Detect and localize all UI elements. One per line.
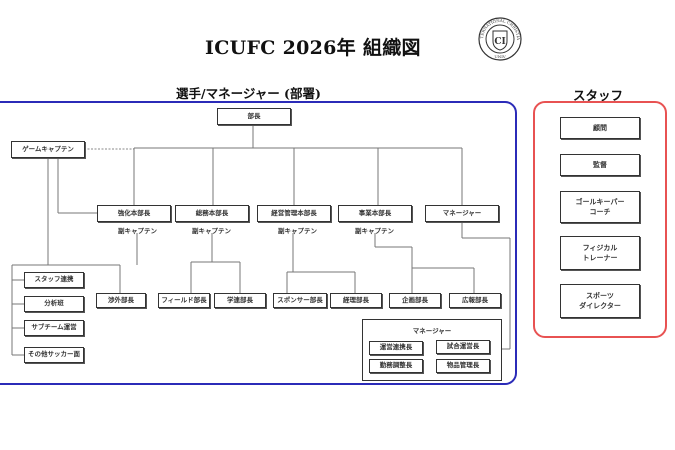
vice-captain-label: 副キャプテン bbox=[118, 227, 157, 235]
hq-box-strengthening: 強化本部長 bbox=[97, 205, 171, 222]
dept-pr: 広報部長 bbox=[449, 293, 501, 308]
manager-role-match-ops: 試合運営長 bbox=[436, 340, 490, 354]
hq-box-manager: マネージャー bbox=[425, 205, 499, 222]
manager-role-scheduling: 勤務調整長 bbox=[369, 359, 423, 373]
dept-field: フィールド部長 bbox=[158, 293, 210, 308]
dept-planning: 企画部長 bbox=[389, 293, 441, 308]
dept-sponsor: スポンサー部長 bbox=[273, 293, 327, 308]
vice-captain-label: 副キャプテン bbox=[192, 227, 231, 235]
manager-group-title: マネージャー bbox=[412, 327, 452, 335]
university-seal-logo: CI INTERNATIONAL CHRISTIAN UNIV bbox=[478, 17, 522, 61]
dept-student-league: 学連部長 bbox=[214, 293, 266, 308]
staff-sports-director: スポーツ ダイレクター bbox=[560, 284, 640, 318]
staff-frame bbox=[533, 101, 667, 338]
game-captain-box: ゲームキャプテン bbox=[11, 141, 85, 158]
vice-captain-label: 副キャプテン bbox=[278, 227, 317, 235]
dept-external-affairs: 渉外部長 bbox=[96, 293, 146, 308]
dept-accounting: 経理部長 bbox=[330, 293, 382, 308]
unit-other-football: その他サッカー面 bbox=[24, 347, 84, 363]
unit-sub-team: サブチーム運営 bbox=[24, 320, 84, 336]
staff-gk-coach: ゴールキーパー コーチ bbox=[560, 191, 640, 223]
manager-role-equipment: 物品管理長 bbox=[436, 359, 490, 373]
staff-advisor: 顧問 bbox=[560, 117, 640, 139]
players-section-title: 選手/マネージャー (部署) bbox=[176, 86, 321, 101]
hq-box-business: 事業本部長 bbox=[338, 205, 412, 222]
unit-staff-liaison: スタッフ連携 bbox=[24, 272, 84, 288]
staff-physical-trainer: フィジカル トレーナー bbox=[560, 236, 640, 270]
svg-text:CI: CI bbox=[494, 37, 505, 47]
page-title: ICUFC 2026年 組織図 bbox=[205, 37, 421, 59]
staff-head-coach: 監督 bbox=[560, 154, 640, 176]
staff-section-title: スタッフ bbox=[573, 88, 624, 103]
unit-analysis: 分析班 bbox=[24, 296, 84, 312]
hq-box-general-affairs: 総務本部長 bbox=[175, 205, 249, 222]
club-captain-box: 部長 bbox=[217, 108, 291, 125]
vice-captain-label: 副キャプテン bbox=[355, 227, 394, 235]
hq-box-management: 経営管理本部長 bbox=[257, 205, 331, 222]
manager-role-operations: 運営連携長 bbox=[369, 341, 423, 355]
players-frame bbox=[0, 101, 517, 385]
logo-text-bottom: UNIV bbox=[494, 54, 505, 59]
